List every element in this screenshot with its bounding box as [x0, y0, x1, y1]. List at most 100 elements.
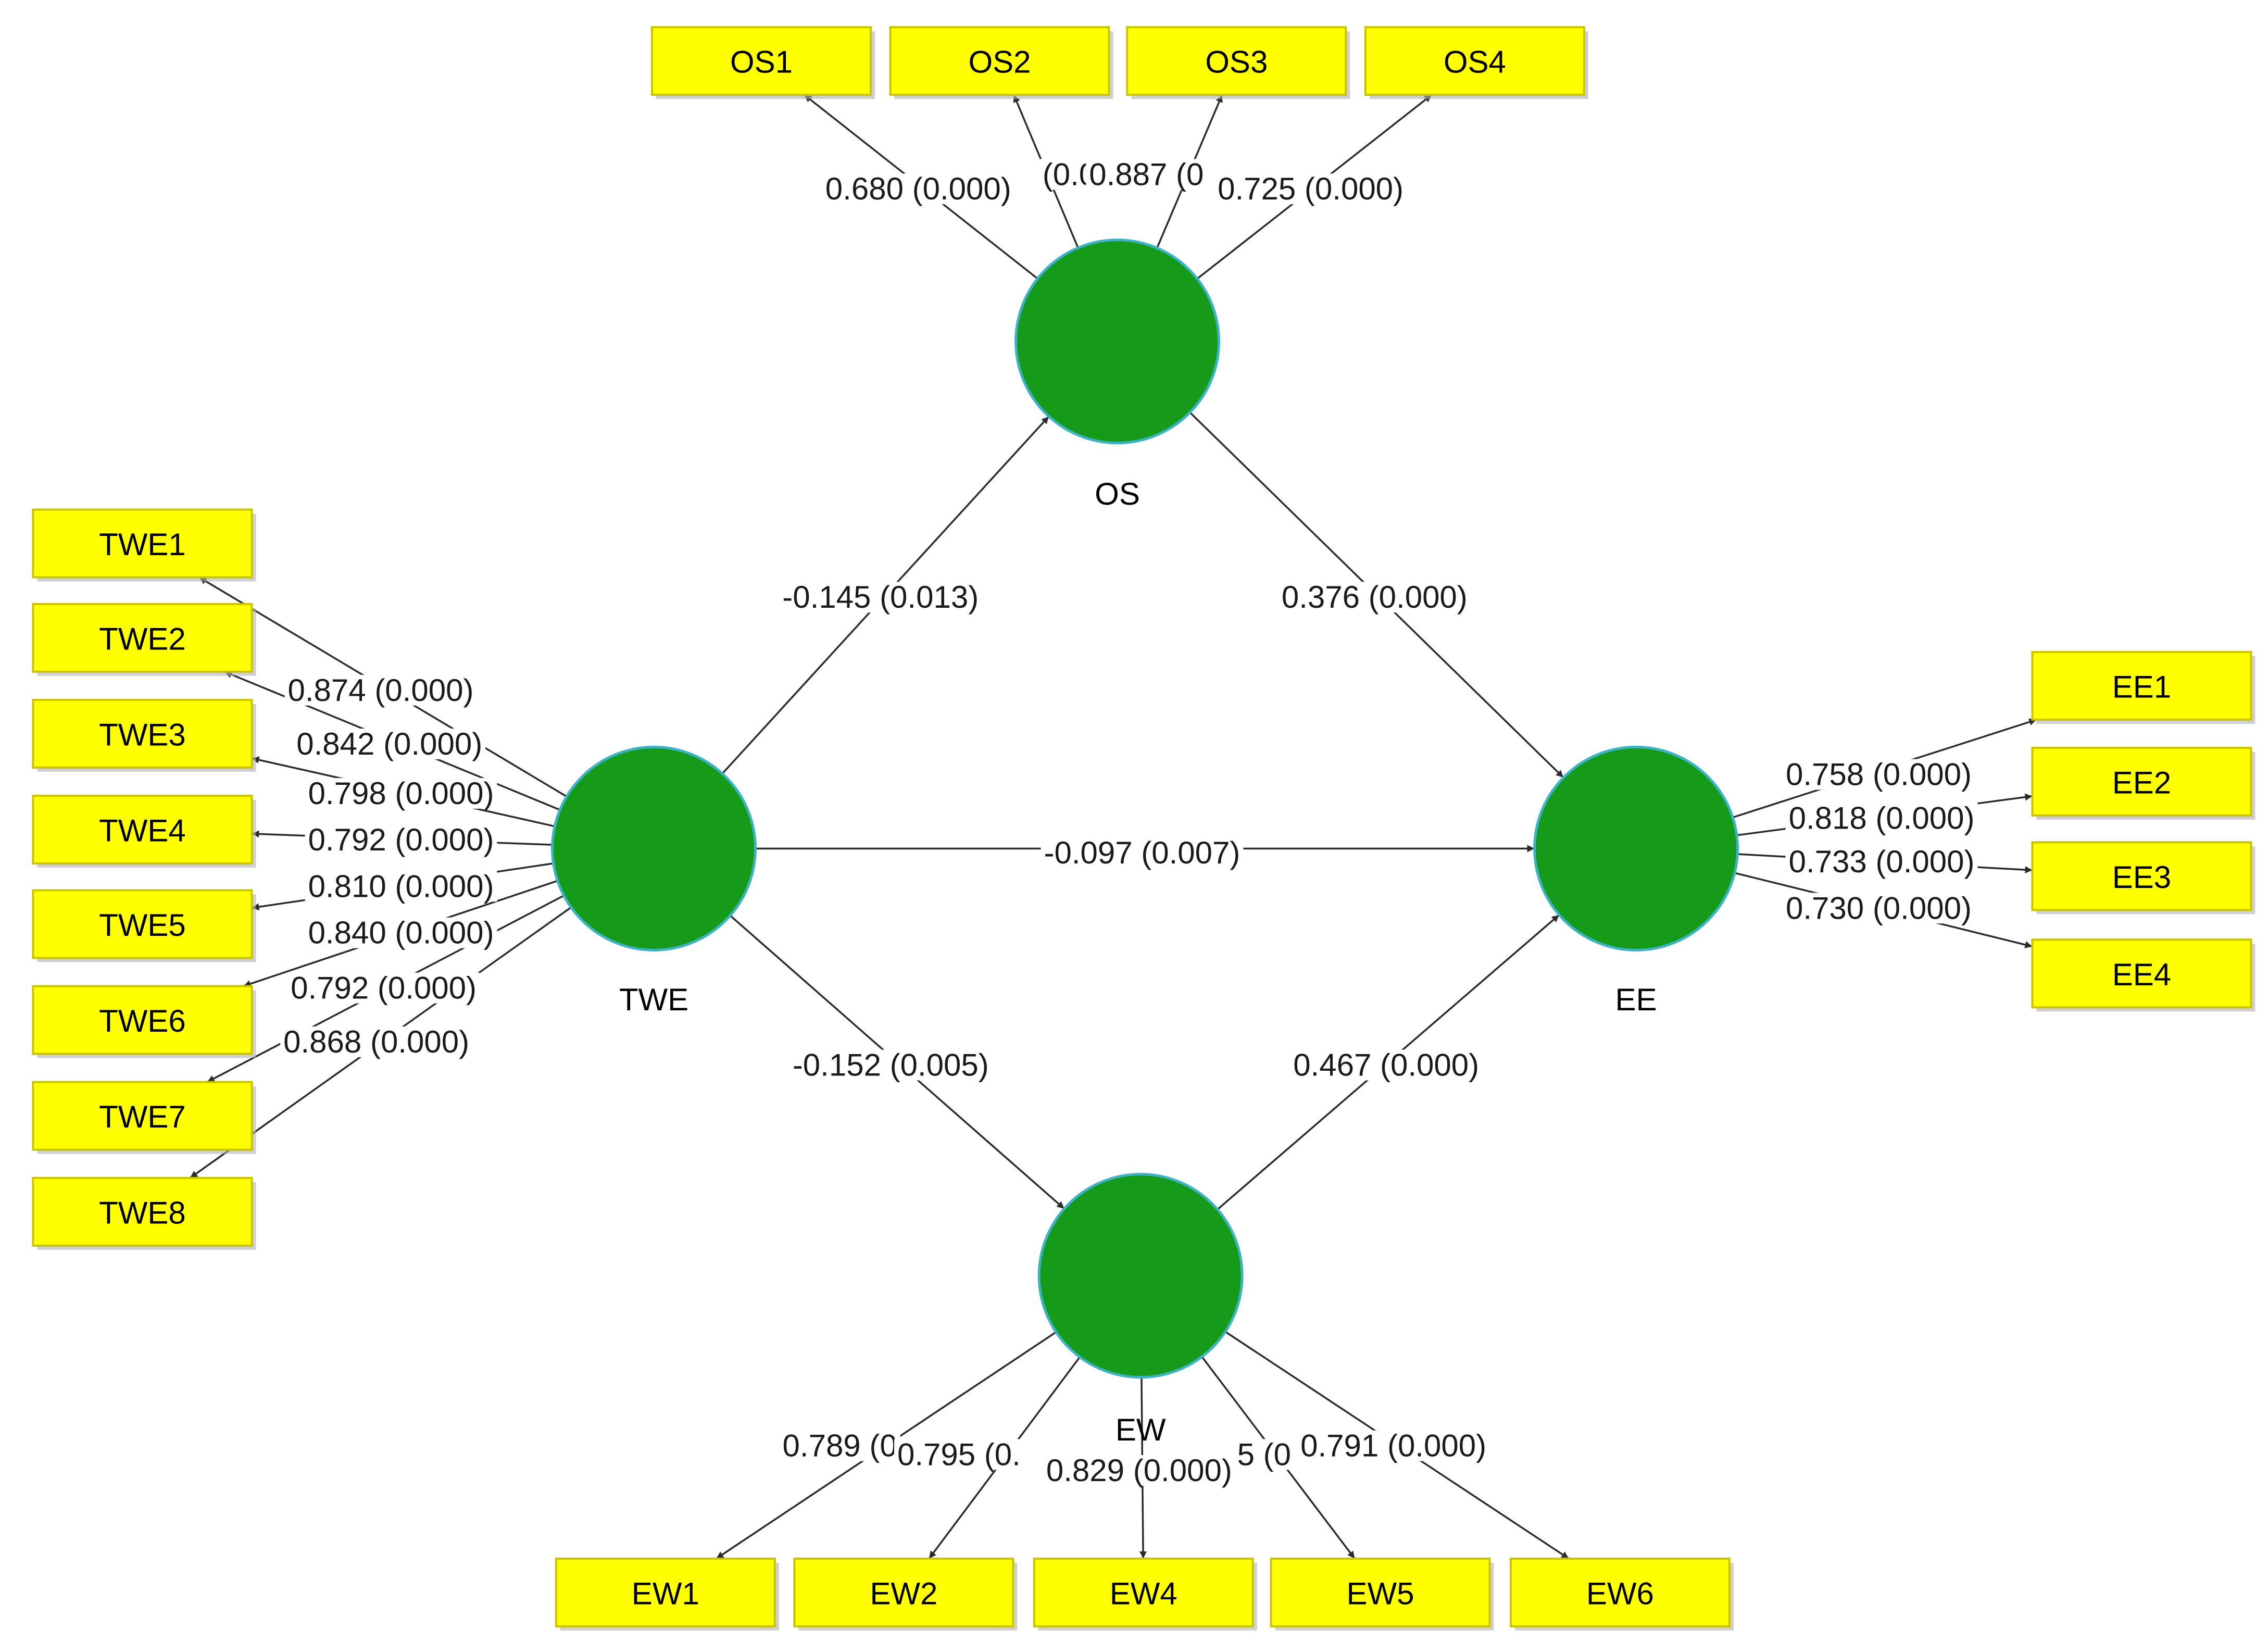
loading-label-os4-text: 0.725 (0.000)	[1218, 171, 1404, 206]
loading-label-ew6: 0.791 (0.000)	[1297, 1429, 1490, 1463]
loading-label-twe3-bg	[305, 778, 497, 809]
loading-label-twe1-bg	[284, 674, 477, 706]
loading-label-ew5: 5 (0	[1234, 1437, 1294, 1472]
loading-label-ew5-text: 5 (0	[1237, 1437, 1291, 1472]
latent-twe[interactable]	[551, 745, 757, 951]
path-label-twe-os: -0.145 (0.013)	[779, 580, 982, 615]
loading-label-twe2-bg	[293, 728, 486, 759]
indicator-box	[32, 889, 253, 959]
loading-label-ew1-bg	[779, 1430, 900, 1461]
loading-label-ee3: 0.733 (0.000)	[1785, 844, 1978, 879]
latent-label-twe: TWE	[619, 982, 688, 1017]
path-label-twe-ee-text: -0.097 (0.007)	[1044, 835, 1240, 870]
indicator-label: TWE7	[99, 1099, 186, 1134]
loading-label-twe1: 0.874 (0.000)	[284, 673, 477, 708]
loading-label-ew2-bg	[894, 1439, 1024, 1470]
indicator-box	[32, 698, 253, 769]
indicator-label: TWE5	[99, 908, 186, 943]
indicator-os3[interactable]: OS3	[1126, 26, 1350, 99]
indicator-ew6[interactable]: EW6	[1509, 1557, 1734, 1631]
indicator-twe5[interactable]: TWE5	[32, 889, 256, 962]
path-label-twe-ew-bg	[789, 1049, 992, 1081]
loading-label-os3: 0.887 (0	[1086, 157, 1207, 192]
indicator-ee2[interactable]: EE2	[2031, 747, 2256, 820]
loading-label-ew2-text: 0.795 (0.	[897, 1437, 1021, 1472]
indicator-os1[interactable]: OS1	[650, 26, 875, 99]
indicator-ee1[interactable]: EE1	[2031, 650, 2256, 724]
indicator-os2[interactable]: OS2	[889, 26, 1113, 99]
latent-ew[interactable]	[1037, 1173, 1244, 1379]
indicator-twe2[interactable]: TWE2	[32, 603, 256, 676]
loading-label-ee4-bg	[1783, 893, 1975, 924]
indicator-box	[2031, 747, 2252, 817]
indicator-ew1[interactable]: EW1	[555, 1557, 779, 1631]
loading-label-twe8-bg	[280, 1026, 473, 1057]
loading-label-ew6-bg	[1297, 1430, 1490, 1461]
indicator-ew4[interactable]: EW4	[1033, 1557, 1257, 1631]
indicator-label: EW1	[632, 1576, 699, 1611]
loading-label-twe5: 0.810 (0.000)	[305, 869, 497, 904]
indicator-label: EW6	[1586, 1576, 1654, 1611]
loading-label-twe2: 0.842 (0.000)	[293, 726, 486, 761]
indicator-box	[32, 1081, 253, 1151]
indicator-box	[1270, 1557, 1491, 1627]
indicator-box	[2031, 650, 2252, 721]
indicator-label: EE2	[2112, 766, 2171, 800]
loading-label-ee2-text: 0.818 (0.000)	[1789, 800, 1975, 835]
path-label-twe-ee-bg	[1041, 837, 1244, 869]
indicator-label: EW4	[1110, 1576, 1177, 1611]
loading-label-ew6-text: 0.791 (0.000)	[1300, 1429, 1486, 1463]
indicator-label: EE1	[2112, 669, 2171, 704]
path-label-twe-ew: -0.152 (0.005)	[789, 1048, 992, 1083]
loading-label-twe8: 0.868 (0.000)	[280, 1024, 473, 1059]
latent-label-ew: EW	[1116, 1412, 1166, 1447]
loading-label-twe3-text: 0.798 (0.000)	[308, 776, 494, 811]
indicator-label: TWE3	[99, 717, 186, 752]
loading-label-ee4-text: 0.730 (0.000)	[1786, 891, 1972, 925]
indicator-box	[793, 1557, 1014, 1627]
indicator-box	[32, 795, 253, 865]
indicator-twe7[interactable]: TWE7	[32, 1081, 256, 1154]
path-label-ew-ee-bg	[1290, 1049, 1483, 1081]
loading-label-ew2: 0.795 (0.	[894, 1437, 1024, 1472]
loading-label-twe7-bg	[287, 972, 480, 1004]
loading-label-ee1-text: 0.758 (0.000)	[1786, 757, 1972, 792]
indicator-ee4[interactable]: EE4	[2031, 938, 2256, 1012]
indicator-twe3[interactable]: TWE3	[32, 698, 256, 772]
indicator-box	[1126, 26, 1347, 96]
loading-label-ee2-bg	[1785, 803, 1978, 834]
indicator-ew5[interactable]: EW5	[1270, 1557, 1494, 1631]
latent-os[interactable]	[1014, 239, 1221, 445]
indicator-twe4[interactable]: TWE4	[32, 795, 256, 868]
edge-labels-layer: -0.145 (0.013) 0.376 (0.000) -0.097 (0.007…	[280, 157, 1978, 1488]
indicator-twe8[interactable]: TWE8	[32, 1176, 256, 1250]
indicator-box	[32, 1176, 253, 1247]
indicator-label: TWE2	[99, 621, 186, 656]
indicator-twe1[interactable]: TWE1	[32, 508, 256, 582]
indicator-twe6[interactable]: TWE6	[32, 985, 256, 1058]
indicator-os4[interactable]: OS4	[1364, 26, 1588, 99]
loading-label-os4-bg	[1214, 173, 1407, 205]
indicator-box	[1509, 1557, 1731, 1627]
indicator-box	[2031, 841, 2252, 911]
indicator-label: OS2	[968, 45, 1031, 80]
indicator-label: TWE1	[99, 527, 186, 562]
loading-label-twe6-bg	[305, 917, 497, 948]
loading-label-ee2: 0.818 (0.000)	[1785, 800, 1978, 835]
path-label-os-ee-text: 0.376 (0.000)	[1282, 580, 1468, 615]
loading-label-ew4-text: 0.829 (0.000)	[1046, 1453, 1232, 1488]
indicator-box	[1033, 1557, 1254, 1627]
loading-label-twe7: 0.792 (0.000)	[287, 971, 480, 1006]
path-label-twe-ew-text: -0.152 (0.005)	[793, 1048, 989, 1083]
indicator-ee3[interactable]: EE3	[2031, 841, 2256, 915]
indicator-ew2[interactable]: EW2	[793, 1557, 1018, 1631]
indicator-box	[32, 508, 253, 579]
loading-label-os3-bg	[1086, 159, 1207, 190]
latent-label-ee: EE	[1615, 982, 1657, 1017]
latent-ee[interactable]	[1533, 745, 1739, 951]
indicator-label: TWE6	[99, 1004, 186, 1038]
loading-label-ew1-text: 0.789 (0	[783, 1429, 897, 1463]
loading-label-ew4: 0.829 (0.000)	[1043, 1453, 1235, 1488]
loading-label-twe8-text: 0.868 (0.000)	[283, 1024, 469, 1059]
